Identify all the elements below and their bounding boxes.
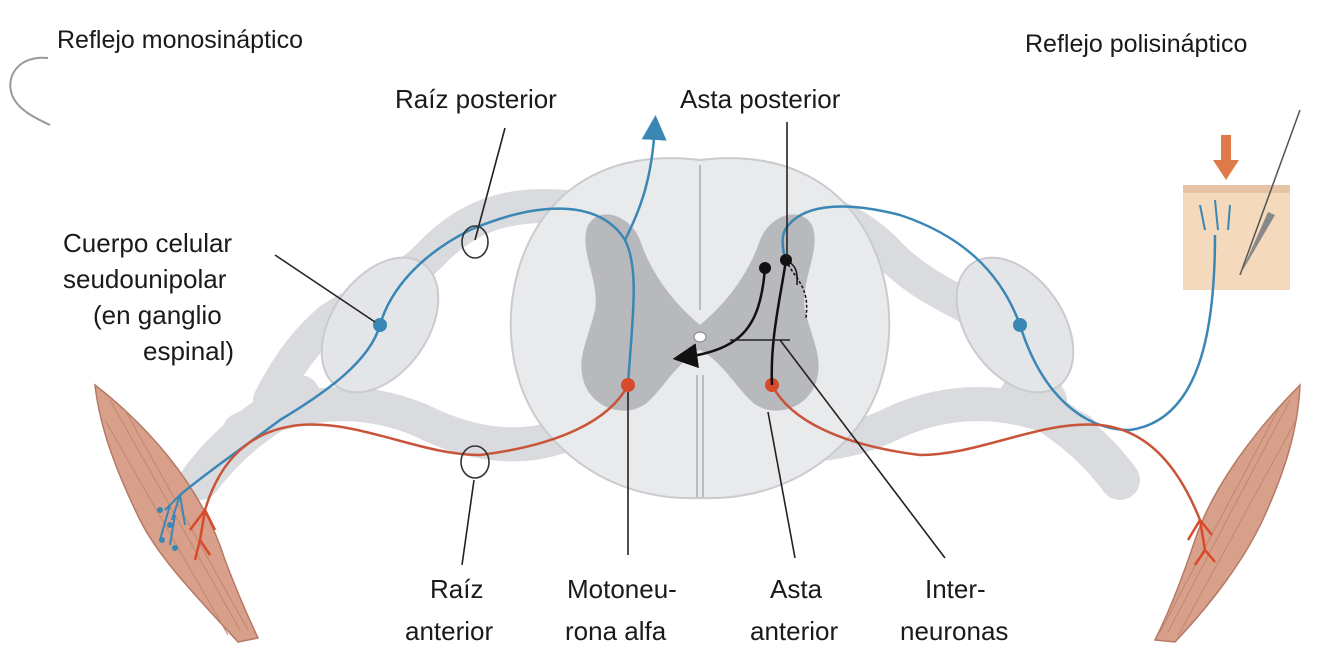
right-sensory-neuron (781, 205, 1217, 432)
right-pseudounipolar-cell-body (1013, 318, 1027, 332)
label-motoneurona-2: rona alfa (565, 616, 667, 646)
label-raiz-anterior-1: Raíz (430, 574, 483, 604)
label-cuerpo-celular-2: seudounipolar (63, 264, 227, 294)
label-cuerpo-celular-4: espinal) (143, 336, 234, 366)
label-motoneurona-1: Motoneu- (567, 574, 677, 604)
left-sensory-neuron (157, 115, 667, 551)
label-cuerpo-celular-3: (en ganglio (93, 300, 222, 330)
stimulus-arrow (1213, 135, 1239, 180)
label-raiz-posterior: Raíz posterior (395, 84, 557, 114)
corner-curl-decoration (9, 56, 51, 126)
label-interneuronas-2: neuronas (900, 616, 1008, 646)
label-interneuronas-1: Inter- (925, 574, 986, 604)
right-muscle (1153, 383, 1301, 643)
leader-lines (274, 122, 946, 566)
left-motor-neuron (189, 378, 635, 561)
label-cuerpo-celular-1: Cuerpo celular (63, 228, 232, 258)
interneurons (672, 254, 808, 386)
label-raiz-anterior-2: anterior (405, 616, 493, 646)
left-alpha-motoneuron-body (621, 378, 635, 392)
label-asta-anterior-1: Asta (770, 574, 823, 604)
title-monosynaptic: Reflejo monosináptico (57, 26, 303, 54)
title-polysynaptic: Reflejo polisináptico (1025, 30, 1247, 58)
right-motor-neuron (765, 378, 1216, 566)
left-pseudounipolar-cell-body (373, 318, 387, 332)
label-asta-posterior: Asta posterior (680, 84, 841, 114)
label-asta-anterior-2: anterior (750, 616, 838, 646)
skin-receptor-block (1183, 109, 1301, 290)
